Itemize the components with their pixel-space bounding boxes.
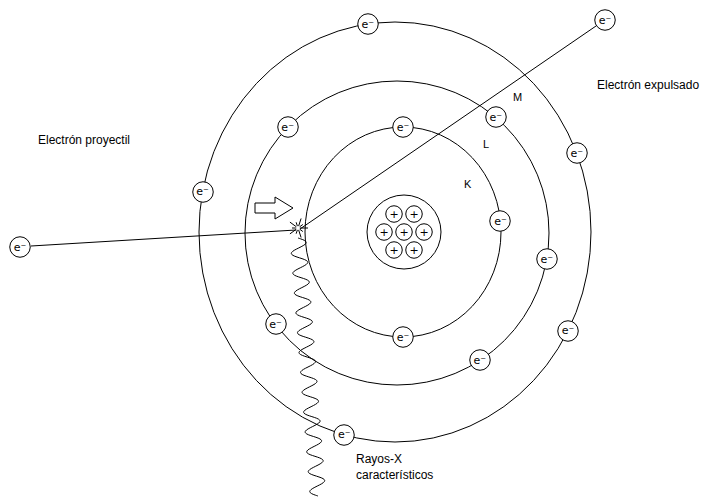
shell-label: L (483, 137, 489, 151)
electron-circle: e⁻ (333, 424, 355, 446)
electron-circle: e⁻ (392, 326, 414, 348)
proton-charge: + (409, 209, 418, 220)
shell-label-text: M (513, 90, 522, 104)
projectile-label: Electrón proyectil (38, 133, 130, 149)
electron-circle-ring (566, 143, 587, 164)
x-ray-label-text: Rayos-X característicos (356, 452, 456, 483)
electron-circle: e⁻ (566, 142, 588, 164)
proton-charge: + (379, 227, 388, 238)
electron-circle: e⁻ (536, 248, 558, 270)
proton-circle: + (405, 241, 423, 259)
proton-circle-ring (386, 206, 403, 223)
electron-circle-ring (393, 327, 414, 348)
electron-circle: e⁻ (485, 106, 507, 128)
electron-symbol: e⁻ (562, 325, 575, 336)
electron-circle-ring (277, 117, 298, 138)
proton-circle-ring (406, 242, 423, 259)
burst-ray (296, 222, 297, 226)
electron-circle: e⁻ (357, 13, 379, 35)
shell-label-text: L (483, 137, 489, 151)
electron-symbol: e⁻ (540, 254, 553, 265)
electron-symbol: e⁻ (599, 15, 612, 26)
electron-symbol: e⁻ (397, 332, 410, 343)
electron-symbol: e⁻ (281, 122, 294, 133)
electron-symbol: e⁻ (494, 216, 507, 227)
electron-symbol: e⁻ (361, 19, 374, 30)
electron-symbol: e⁻ (397, 122, 410, 133)
shell-label: M (513, 90, 522, 104)
shell-label-text: K (464, 177, 471, 191)
burst-ray (292, 228, 296, 229)
burst-ray (300, 229, 303, 231)
proton-circle: + (405, 205, 423, 223)
burst-ray (290, 222, 296, 227)
proton-circle-ring (396, 224, 413, 241)
electron-circle-ring (393, 117, 414, 138)
electron-circle: e⁻ (489, 210, 511, 232)
electron-circle: e⁻ (392, 116, 414, 138)
electron-circle: e⁻ (265, 313, 287, 335)
ejected-label-text: Electrón expulsado (597, 78, 699, 94)
burst-ray (299, 218, 301, 226)
shell-label: K (464, 177, 471, 191)
proton-circle: + (385, 241, 403, 259)
proton-circle: + (385, 205, 403, 223)
proton-charge: + (389, 245, 398, 256)
electron-circle-ring (357, 14, 378, 35)
electron-circle: e⁻ (469, 349, 491, 371)
electron-circle-ring (485, 107, 506, 128)
electron-circle-ring (490, 211, 511, 232)
electron-circle-ring (536, 249, 557, 270)
electron-circle-ring (558, 320, 579, 341)
burst-ray (300, 224, 303, 226)
electron-symbol: e⁻ (473, 355, 486, 366)
shell-l-ring (245, 81, 549, 385)
burst-ray (300, 228, 308, 229)
electron-circle: e⁻ (277, 116, 299, 138)
ejected-electron-ring (595, 10, 616, 31)
proton-charge: + (389, 209, 398, 220)
projectile-electron-ring (10, 237, 31, 258)
incoming-arrow (255, 197, 293, 219)
proton-circle: + (395, 223, 413, 241)
electron-circle-ring (334, 425, 355, 446)
electron-symbol: e⁻ (570, 148, 583, 159)
electron-symbol: e⁻ (14, 242, 27, 253)
electron-circle-ring (265, 314, 286, 335)
burst-ray (290, 229, 296, 234)
electron-circle: e⁻ (557, 320, 579, 342)
electron-symbol: e⁻ (196, 186, 209, 197)
ejected-path (300, 26, 596, 229)
electron-symbol: e⁻ (338, 429, 351, 440)
electron-circle-ring (192, 182, 213, 203)
ejected-label: Electrón expulsado (597, 78, 699, 94)
proton-circle-ring (386, 242, 403, 259)
proton-charge: + (409, 245, 418, 256)
electron-symbol: e⁻ (269, 319, 282, 330)
proton-circle: + (415, 223, 433, 241)
projectile-electron: e⁻ (9, 236, 31, 258)
electron-circle: e⁻ (192, 181, 214, 203)
proton-charge: + (419, 227, 428, 238)
proton-circle-ring (416, 224, 433, 241)
electron-symbol: e⁻ (489, 112, 502, 123)
projectile-label-text: Electrón proyectil (38, 133, 130, 149)
burst-ray (299, 230, 301, 238)
proton-charge: + (399, 227, 408, 238)
electron-circle-ring (470, 350, 491, 371)
ejected-electron: e⁻ (594, 9, 616, 31)
nucleus-circle (367, 195, 441, 269)
proton-circle-ring (406, 206, 423, 223)
proton-circle: + (375, 223, 393, 241)
x-ray-wave (291, 238, 324, 496)
proton-circle-ring (376, 224, 393, 241)
burst-ray (296, 230, 297, 234)
collision-burst (290, 218, 308, 237)
projectile-path (31, 230, 296, 246)
x-ray-label: Rayos-X característicos (356, 452, 456, 483)
